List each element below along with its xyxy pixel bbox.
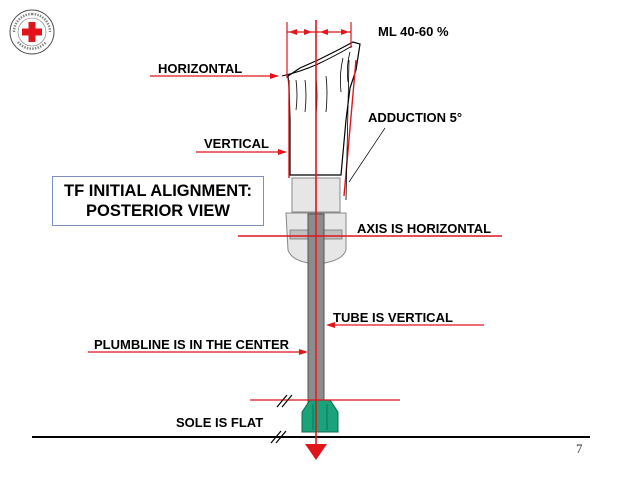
title-line-2: POSTERIOR VIEW <box>86 202 230 220</box>
adduction-label: ADDUCTION 5° <box>368 110 463 125</box>
horizontal-label: HORIZONTAL <box>158 61 243 76</box>
title-line-1: TF INITIAL ALIGNMENT: <box>64 182 252 200</box>
socket-brim <box>281 45 353 77</box>
icrc-logo-icon <box>9 9 55 55</box>
adduction-line <box>343 59 357 197</box>
tube-label: TUBE IS VERTICAL <box>333 310 453 325</box>
vertical-label: VERTICAL <box>204 136 269 151</box>
plumbline-label: PLUMBLINE IS IN THE CENTER <box>94 337 290 352</box>
adduction-leader <box>348 127 386 183</box>
ml-label: ML 40-60 % <box>378 24 449 39</box>
foot <box>301 399 339 433</box>
socket <box>287 41 361 176</box>
page-number: 7 <box>576 441 583 456</box>
axis-label: AXIS IS HORIZONTAL <box>357 221 492 236</box>
plumb-bob-icon <box>305 444 327 460</box>
sole-label: SOLE IS FLAT <box>176 415 264 430</box>
diagram-title-box: TF INITIAL ALIGNMENT: POSTERIOR VIEW <box>52 176 264 226</box>
